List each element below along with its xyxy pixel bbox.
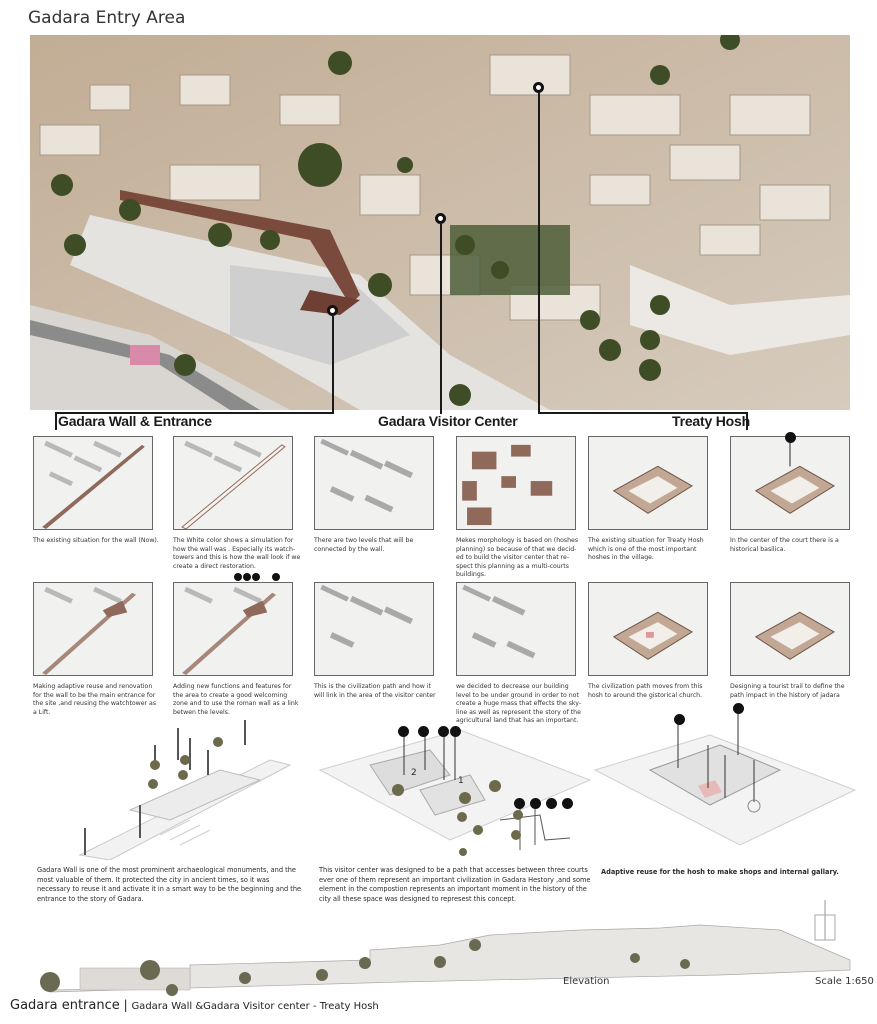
footer-separator: | [123, 998, 128, 1012]
description-treaty-hosh: Adaptive reuse for the hosh to make shop… [601, 868, 839, 876]
gallery-icon [733, 703, 744, 714]
diagram-hoshes-morphology [456, 436, 576, 530]
caption-hoshes-morphology: Mekes morphology is based on (hoshes pla… [456, 537, 579, 579]
section-label-visitor-center: Gadara Visitor Center [378, 413, 518, 429]
path-icon-3 [438, 726, 449, 737]
section-label-wall: Gadara Wall & Entrance [58, 413, 212, 429]
diagram-wall-restoration [173, 436, 293, 530]
caption-tourist-trail: Designing a tourist trail to define the … [730, 683, 845, 699]
function-icon-1 [234, 573, 242, 581]
leader-line-hosh-horizontal [538, 412, 748, 414]
leader-line-visitor-center [440, 224, 442, 414]
diagram-underground-level [456, 582, 576, 676]
function-icon-3 [252, 573, 260, 581]
description-wall: Gadara Wall is one of the most prominent… [37, 866, 302, 903]
pin-marker-visitor-center [435, 213, 446, 224]
path-icon-2 [418, 726, 429, 737]
leader-line-wall [332, 316, 334, 414]
function-icon-4 [272, 573, 280, 581]
leader-line-treaty-hosh [538, 93, 540, 413]
caption-basilica: In the center of the court there is a hi… [730, 537, 839, 553]
path-icon-7 [546, 798, 557, 809]
level-label-1: 1 [458, 776, 464, 786]
caption-wall-adaptive-reuse: Making adaptive reuse and renovation for… [33, 683, 157, 716]
path-icon-5 [514, 798, 525, 809]
diagram-civilization-path [314, 582, 434, 676]
pin-marker-wall [327, 305, 338, 316]
footer-main-title: Gadara entrance [10, 998, 120, 1013]
pin-marker-treaty-hosh [533, 82, 544, 93]
function-icon-2 [243, 573, 251, 581]
caption-new-functions: Adding new functions and features for th… [173, 683, 299, 716]
axonometric-wall-entrance [20, 720, 300, 860]
diagram-tourist-trail [730, 582, 850, 676]
caption-underground-level: we decided to decrease our building leve… [456, 683, 582, 725]
level-label-2: 2 [411, 768, 417, 778]
description-visitor-center: This visitor center was designed to be a… [319, 866, 591, 903]
caption-hosh-path: The civilization path moves from this ho… [588, 683, 703, 699]
page-title: Gadara Entry Area [28, 8, 186, 28]
diagram-hosh-path [588, 582, 708, 676]
caption-two-levels: There are two levels that will be connec… [314, 537, 414, 553]
diagram-new-functions [173, 582, 293, 676]
path-icon-8 [562, 798, 573, 809]
diagram-basilica [730, 436, 850, 530]
path-icon-6 [530, 798, 541, 809]
diagram-wall-adaptive-reuse [33, 582, 153, 676]
leader-line-wall-horizontal [55, 412, 334, 414]
caption-wall-existing: The existing situation for the wall (Now… [33, 537, 159, 544]
leader-line-hosh-tick [746, 412, 748, 430]
church-icon [785, 432, 796, 443]
diagram-treaty-hosh-existing [588, 436, 708, 530]
leader-line-wall-tick [55, 412, 57, 430]
diagram-two-levels [314, 436, 434, 530]
path-icon-1 [398, 726, 409, 737]
diagram-wall-existing [33, 436, 153, 530]
shop-icon [674, 714, 685, 725]
axonometric-visitor-center [300, 720, 600, 860]
footer-subtitle: Gadara Wall &Gadara Visitor center - Tre… [131, 1001, 379, 1012]
scale-label: Scale 1:650 [815, 976, 874, 987]
caption-wall-restoration: The White color shows a simulation for h… [173, 537, 301, 570]
caption-treaty-hosh-existing: The existing situation for Treaty Hosh w… [588, 537, 704, 562]
path-icon-4 [450, 726, 461, 737]
site-elevation-drawing [20, 900, 870, 1000]
elevation-label: Elevation [563, 976, 610, 987]
footer-title: Gadara entrance | Gadara Wall &Gadara Vi… [10, 998, 379, 1013]
caption-civilization-path: This is the civilization path and how it… [314, 683, 436, 699]
section-label-treaty-hosh: Treaty Hosh [672, 413, 750, 429]
axonometric-treaty-hosh [590, 710, 860, 850]
